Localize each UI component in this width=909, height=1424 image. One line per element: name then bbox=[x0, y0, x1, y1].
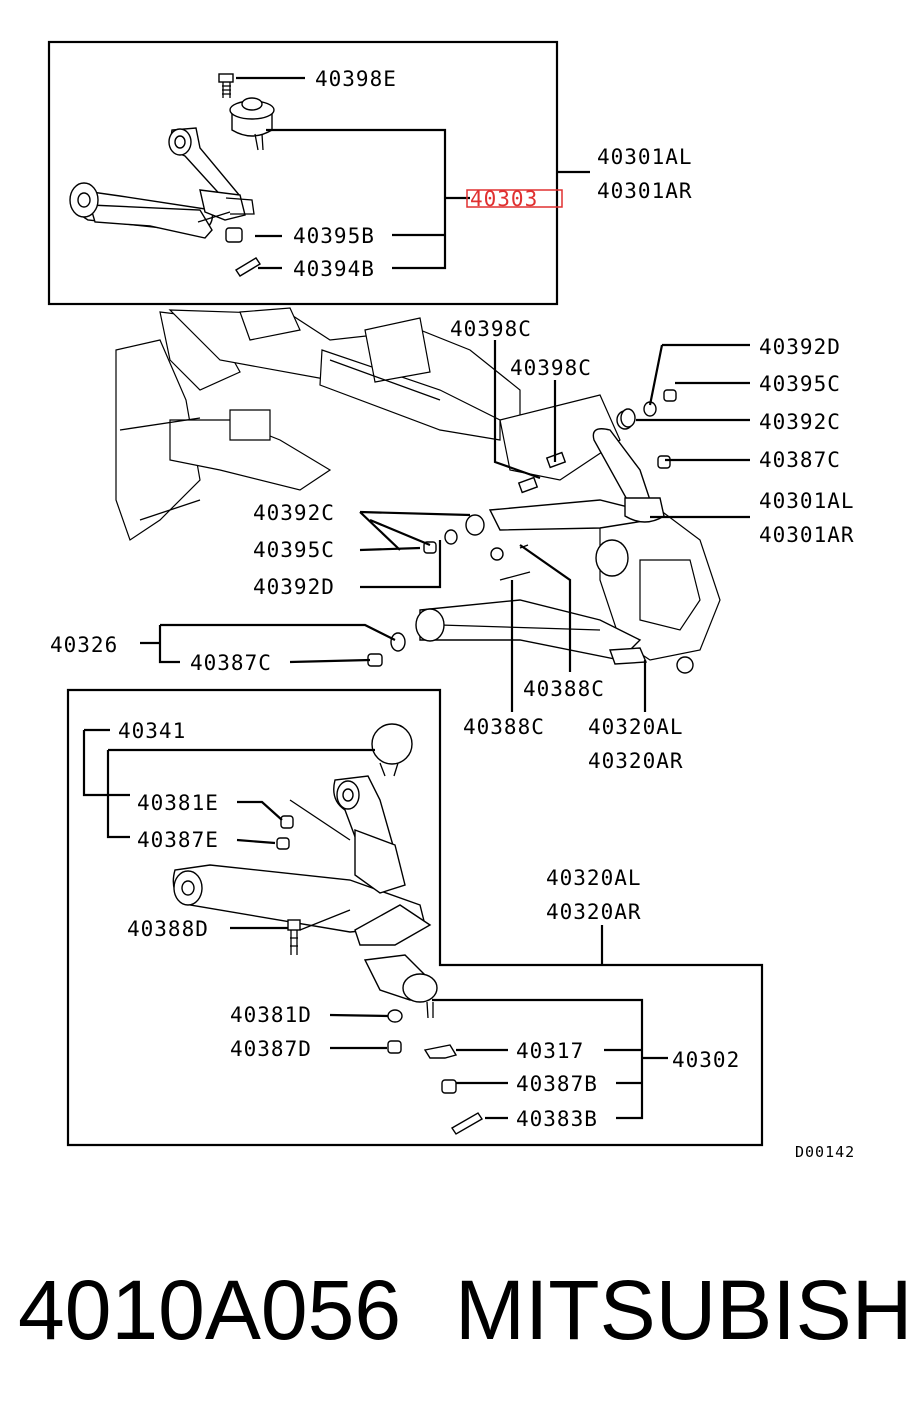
label-40341: 40341 bbox=[118, 719, 186, 743]
label-40317: 40317 bbox=[516, 1039, 584, 1063]
label-40387C-stab: 40387C bbox=[190, 651, 272, 675]
lower-ball-joint-icon bbox=[363, 954, 438, 1019]
label-40301AR-upper: 40301AR bbox=[597, 179, 693, 203]
label-40398C-a: 40398C bbox=[450, 317, 532, 341]
label-40303-highlighted: 40303 bbox=[470, 187, 538, 211]
subframe-illustration bbox=[115, 307, 621, 541]
label-40301AR-main: 40301AR bbox=[759, 523, 855, 547]
label-40387B: 40387B bbox=[516, 1072, 598, 1096]
label-40388D: 40388D bbox=[127, 917, 209, 941]
label-40392D-top: 40392D bbox=[759, 335, 841, 359]
label-40326: 40326 bbox=[50, 633, 118, 657]
label-40392C-left: 40392C bbox=[253, 501, 335, 525]
label-40388C-a: 40388C bbox=[523, 677, 605, 701]
label-40387C-right: 40387C bbox=[759, 448, 841, 472]
label-40395C-top: 40395C bbox=[759, 372, 841, 396]
pin-icon bbox=[235, 257, 261, 277]
lower-arm-illustration bbox=[172, 775, 432, 946]
label-40302: 40302 bbox=[672, 1048, 740, 1072]
lower-inset-frame bbox=[66, 688, 764, 1147]
diagram-code: D00142 bbox=[795, 1143, 855, 1161]
label-40381E: 40381E bbox=[137, 791, 219, 815]
bolt-icon bbox=[218, 73, 234, 98]
label-40387E: 40387E bbox=[137, 828, 219, 852]
brand-name: MITSUBISHI bbox=[455, 1263, 909, 1357]
label-40320AL-lower: 40320AL bbox=[546, 866, 642, 890]
highlight-box bbox=[466, 189, 563, 208]
label-40320AL-main: 40320AL bbox=[588, 715, 684, 739]
bushing-icon bbox=[225, 227, 243, 243]
label-40388C-b: 40388C bbox=[463, 715, 545, 739]
ball-joint-lower-icon bbox=[371, 723, 413, 777]
label-40301AL-main: 40301AL bbox=[759, 489, 855, 513]
ball-joint-icon bbox=[229, 97, 275, 151]
upper-arm-illustration bbox=[69, 127, 255, 239]
label-40301AL-upper: 40301AL bbox=[597, 145, 693, 169]
lower-arm-assembly bbox=[415, 599, 648, 665]
label-40398C-b: 40398C bbox=[510, 356, 592, 380]
lower-inset: 40341 40381E 40387E 40388D 40320AL 40320… bbox=[66, 688, 764, 1147]
label-40392C-right: 40392C bbox=[759, 410, 841, 434]
label-40381D: 40381D bbox=[230, 1003, 312, 1027]
label-40392D-left: 40392D bbox=[253, 575, 335, 599]
knuckle-illustration bbox=[595, 509, 721, 674]
upper-inset: 40398E 40301AL 40301AR 40303 40395B 4039… bbox=[47, 40, 693, 306]
label-40320AR-lower: 40320AR bbox=[546, 900, 642, 924]
label-40383B: 40383B bbox=[516, 1107, 598, 1131]
lower-hardware-icons bbox=[276, 815, 483, 1135]
main-assembly: 40398C 40398C 40392D 40395C 40392C 40387… bbox=[50, 307, 855, 773]
label-40320AR-main: 40320AR bbox=[588, 749, 684, 773]
label-40398E: 40398E bbox=[315, 67, 397, 91]
label-40394B: 40394B bbox=[293, 257, 375, 281]
label-40395B: 40395B bbox=[293, 224, 375, 248]
label-40395C-left: 40395C bbox=[253, 538, 335, 562]
part-number: 4010A056 bbox=[18, 1263, 402, 1357]
label-40387D: 40387D bbox=[230, 1037, 312, 1061]
stabilizer-link bbox=[367, 632, 406, 667]
